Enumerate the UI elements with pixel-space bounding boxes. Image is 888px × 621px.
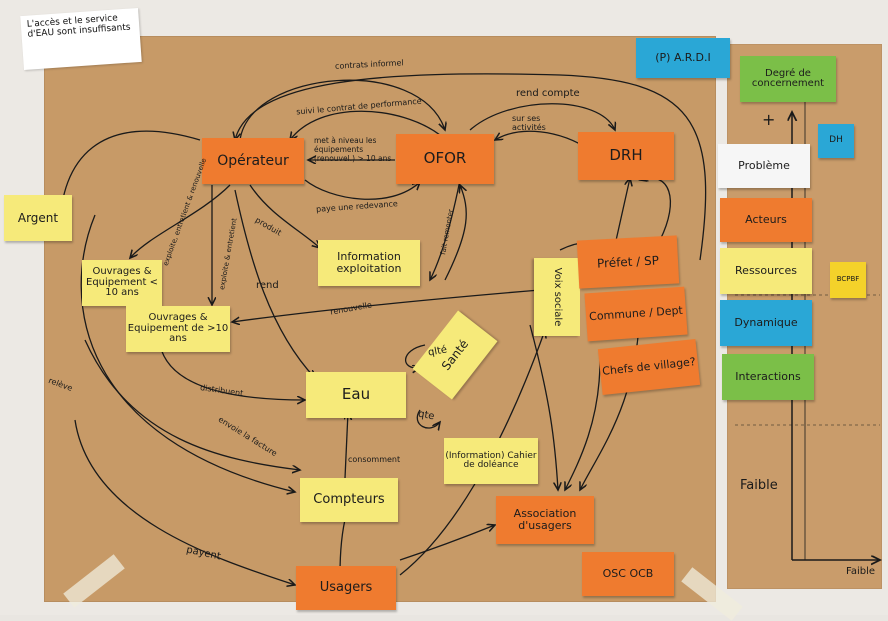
note-ofor: OFOR: [396, 134, 494, 184]
note-voix-sociale: Voix sociale: [534, 258, 580, 336]
legend-interactions: Interactions: [722, 354, 814, 400]
label-met-a-niveau: met à niveau les équipements (renouvel.)…: [314, 136, 392, 163]
ardi-note: (P) A.R.D.I: [636, 38, 730, 78]
note-association: Association d'usagers: [496, 496, 594, 544]
note-information: Information exploitation: [318, 240, 420, 286]
label-sur-activites: sur ses activités: [512, 114, 546, 132]
note-commune: Commune / Dept: [584, 286, 688, 342]
legend-degre-concernement: Degré de concernement: [740, 56, 836, 102]
note-drh: DRH: [578, 132, 674, 180]
note-compteurs: Compteurs: [300, 478, 398, 522]
legend-ressources: Ressources: [720, 248, 812, 294]
legend-bcpbf-note: BCPBF: [830, 262, 866, 298]
note-argent: Argent: [4, 195, 72, 241]
problem-statement-card: L'accès et le service d'EAU sont insuffi…: [20, 7, 142, 71]
note-prefet: Préfet / SP: [576, 235, 680, 289]
label-consomment: consomment: [348, 455, 401, 464]
note-ouvrages-small: Ouvrages & Equipement < 10 ans: [82, 260, 162, 306]
note-operateur: Opérateur: [202, 138, 304, 184]
legend-faible-axis: Faible: [846, 566, 876, 577]
legend-plus-sign: +: [762, 110, 776, 129]
note-osc: OSC OCB: [582, 552, 674, 596]
legend-dynamique: Dynamique: [720, 300, 812, 346]
legend-acteurs: Acteurs: [720, 198, 812, 242]
note-eau: Eau: [306, 372, 406, 418]
note-cahier-doleance: (Information) Cahier de doléance: [444, 438, 538, 484]
legend-probleme: Problème: [718, 144, 810, 188]
legend-faible-label: Faible: [740, 478, 778, 493]
note-ouvrages-big: Ouvrages & Equipement de >10 ans: [126, 306, 230, 352]
legend-dh-note: DH: [818, 124, 854, 158]
label-rend: rend: [256, 280, 279, 291]
label-rend-compte: rend compte: [516, 88, 580, 99]
note-usagers: Usagers: [296, 566, 396, 610]
